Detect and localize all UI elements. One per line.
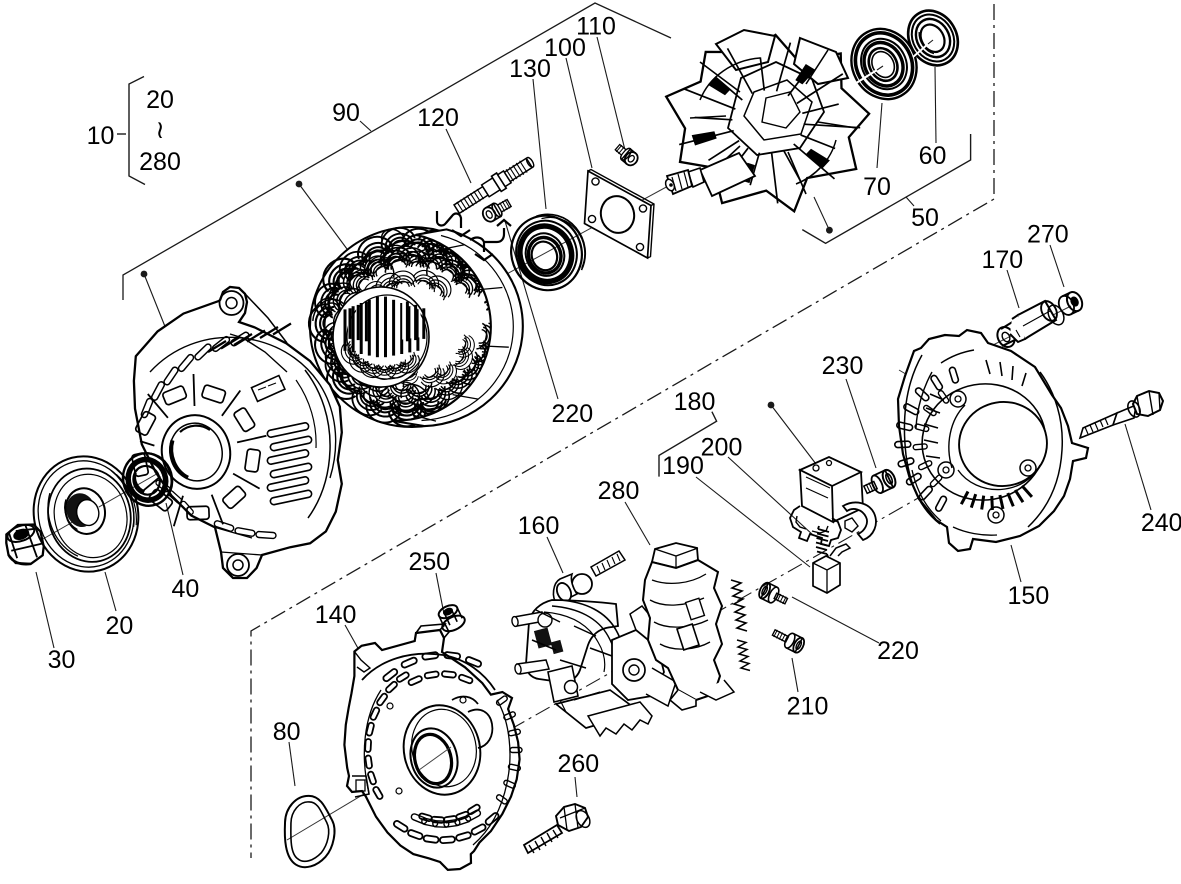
svg-text:110: 110 <box>576 13 616 41</box>
svg-text:180: 180 <box>674 388 716 416</box>
svg-text:140: 140 <box>315 601 357 629</box>
svg-text:240: 240 <box>1141 509 1181 537</box>
svg-text:160: 160 <box>518 512 560 540</box>
svg-text:190: 190 <box>662 452 704 480</box>
svg-text:50: 50 <box>911 204 939 232</box>
svg-text:150: 150 <box>1008 582 1050 610</box>
svg-text:20: 20 <box>146 86 174 114</box>
svg-text:220: 220 <box>877 637 919 665</box>
svg-text:280: 280 <box>139 148 181 176</box>
svg-text:230: 230 <box>822 352 864 380</box>
svg-text:200: 200 <box>701 434 743 462</box>
svg-text:130: 130 <box>509 55 551 83</box>
svg-text:260: 260 <box>557 750 599 778</box>
svg-text:220: 220 <box>551 400 593 428</box>
svg-text:40: 40 <box>171 575 199 603</box>
svg-text:250: 250 <box>408 548 450 576</box>
svg-text:60: 60 <box>919 142 947 170</box>
svg-text:210: 210 <box>787 693 829 721</box>
svg-text:30: 30 <box>48 646 76 674</box>
svg-text:≀: ≀ <box>155 116 164 144</box>
svg-text:20: 20 <box>105 612 133 640</box>
svg-text:100: 100 <box>544 34 586 62</box>
svg-text:10: 10 <box>87 122 115 150</box>
svg-text:120: 120 <box>417 104 459 132</box>
svg-text:270: 270 <box>1027 221 1069 249</box>
svg-text:80: 80 <box>273 718 301 746</box>
svg-text:280: 280 <box>598 477 640 505</box>
svg-text:170: 170 <box>981 246 1023 274</box>
svg-text:70: 70 <box>863 173 891 201</box>
svg-text:90: 90 <box>332 99 360 127</box>
